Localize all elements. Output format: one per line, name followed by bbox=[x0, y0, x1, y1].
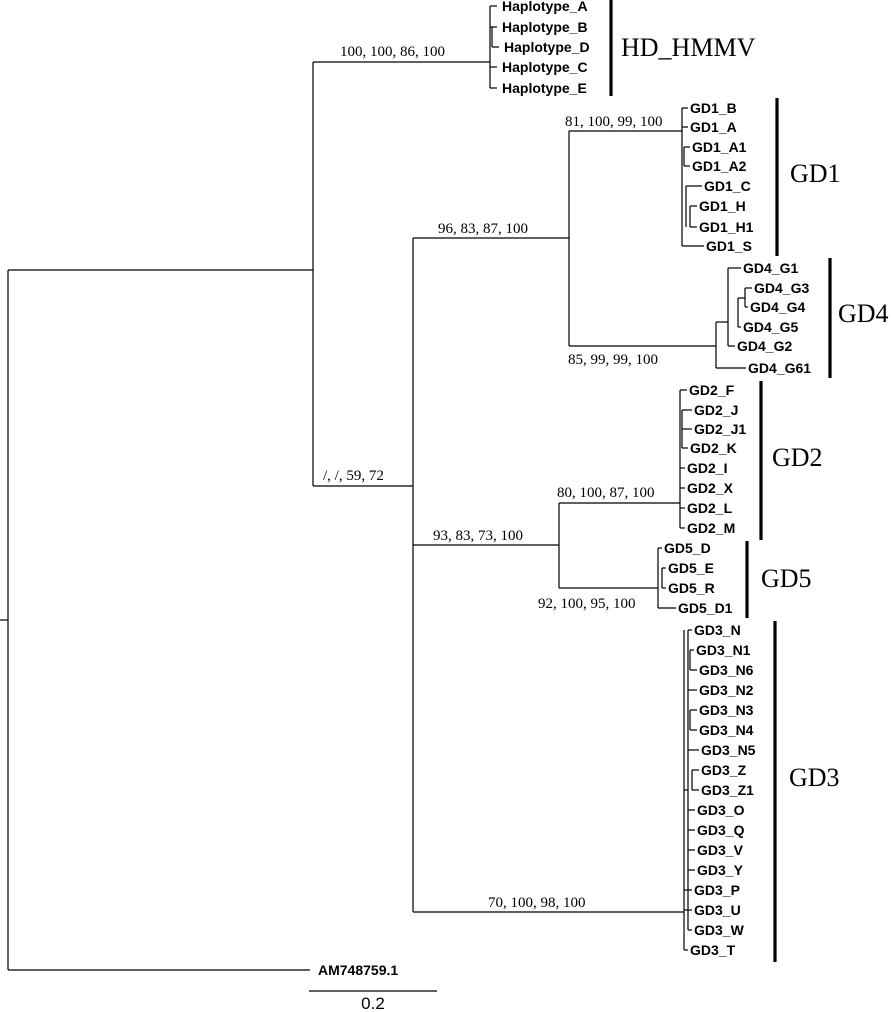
leaf-label: GD3_Q bbox=[697, 822, 745, 838]
support-gd5: 92, 100, 95, 100 bbox=[538, 596, 636, 612]
clade-name-gd3: GD3 bbox=[789, 763, 840, 792]
leaf-label: GD1_B bbox=[690, 100, 737, 116]
leaf-label: GD4_G2 bbox=[737, 338, 792, 354]
leaf-label: GD4_G1 bbox=[743, 260, 798, 276]
leaf-label: GD3_U bbox=[694, 902, 741, 918]
leaf-label: GD4_G4 bbox=[750, 299, 805, 315]
leaf-label: GD3_N bbox=[694, 622, 741, 638]
support-gd3: 70, 100, 98, 100 bbox=[488, 895, 586, 911]
clade-name-gd5: GD5 bbox=[761, 564, 812, 593]
support-gd1-gd4: 96, 83, 87, 100 bbox=[438, 221, 528, 237]
clade-name-gd2: GD2 bbox=[772, 443, 823, 472]
leaf-label: GD3_Z bbox=[701, 762, 747, 778]
leaf-label: Haplotype_E bbox=[502, 80, 587, 96]
clade-name-gd4: GD4 bbox=[838, 299, 889, 328]
leaf-label: Haplotype_A bbox=[502, 0, 588, 14]
leaf-label: GD3_T bbox=[690, 942, 736, 958]
leaf-label: GD1_A bbox=[690, 119, 737, 135]
leaf-label: GD3_Z1 bbox=[701, 782, 754, 798]
support-gd4: 85, 99, 99, 100 bbox=[568, 352, 658, 368]
leaf-label: GD3_O bbox=[697, 802, 745, 818]
leaf-label: Haplotype_D bbox=[504, 39, 590, 55]
leaf-label: GD1_H1 bbox=[699, 219, 754, 235]
leaf-label: GD3_N2 bbox=[699, 682, 754, 698]
leaf-label: GD5_D1 bbox=[678, 600, 733, 616]
leaf-label: GD3_P bbox=[694, 882, 740, 898]
support-gd1: 81, 100, 99, 100 bbox=[565, 114, 663, 130]
leaf-label: GD1_S bbox=[706, 238, 752, 254]
leaf-label: GD4_G61 bbox=[748, 360, 811, 376]
leaf-label: GD4_G3 bbox=[754, 280, 809, 296]
leaf-label: GD5_E bbox=[668, 560, 714, 576]
leaf-label: GD5_D bbox=[664, 540, 711, 556]
leaf-label: Haplotype_B bbox=[502, 19, 588, 35]
leaf-label: GD2_M bbox=[687, 520, 735, 536]
support-gd2-gd5: 93, 83, 73, 100 bbox=[433, 528, 523, 544]
leaf-label: GD2_J bbox=[694, 402, 738, 418]
support-hd-hmmv: 100, 100, 86, 100 bbox=[340, 44, 445, 60]
leaf-label: GD5_R bbox=[668, 580, 715, 596]
leaf-label: GD3_Y bbox=[697, 862, 744, 878]
leaf-label: GD2_F bbox=[689, 382, 735, 398]
leaf-label: GD2_K bbox=[690, 440, 737, 456]
leaf-label: GD3_N4 bbox=[699, 722, 754, 738]
leaf-label: GD3_N1 bbox=[696, 642, 751, 658]
leaf-label: GD4_G5 bbox=[743, 319, 798, 335]
leaf-label: GD3_N5 bbox=[701, 742, 756, 758]
leaf-label: GD3_V bbox=[697, 842, 744, 858]
leaf-label: GD1_A2 bbox=[692, 158, 747, 174]
leaf-label: GD2_X bbox=[687, 480, 734, 496]
leaf-label: Haplotype_C bbox=[502, 59, 588, 75]
leaf-label: GD2_J1 bbox=[694, 421, 746, 437]
leaf-label: GD1_H bbox=[699, 198, 746, 214]
leaf-label: GD2_L bbox=[687, 500, 733, 516]
support-ingroup: /, /, 59, 72 bbox=[323, 468, 384, 484]
scale-bar-label: 0.2 bbox=[361, 994, 385, 1012]
leaf-label: GD3_N6 bbox=[699, 662, 754, 678]
leaf-label: GD1_C bbox=[704, 178, 751, 194]
clade-name-gd1: GD1 bbox=[790, 159, 841, 188]
leaf-label: GD1_A1 bbox=[692, 139, 747, 155]
support-gd2: 80, 100, 87, 100 bbox=[557, 485, 655, 501]
outgroup-label: AM748759.1 bbox=[318, 962, 398, 978]
leaf-label: GD2_I bbox=[687, 460, 727, 476]
clade-name-hd-hmmv: HD_HMMV bbox=[621, 33, 756, 62]
leaf-label: GD3_N3 bbox=[699, 702, 754, 718]
leaf-label: GD3_W bbox=[694, 922, 745, 938]
